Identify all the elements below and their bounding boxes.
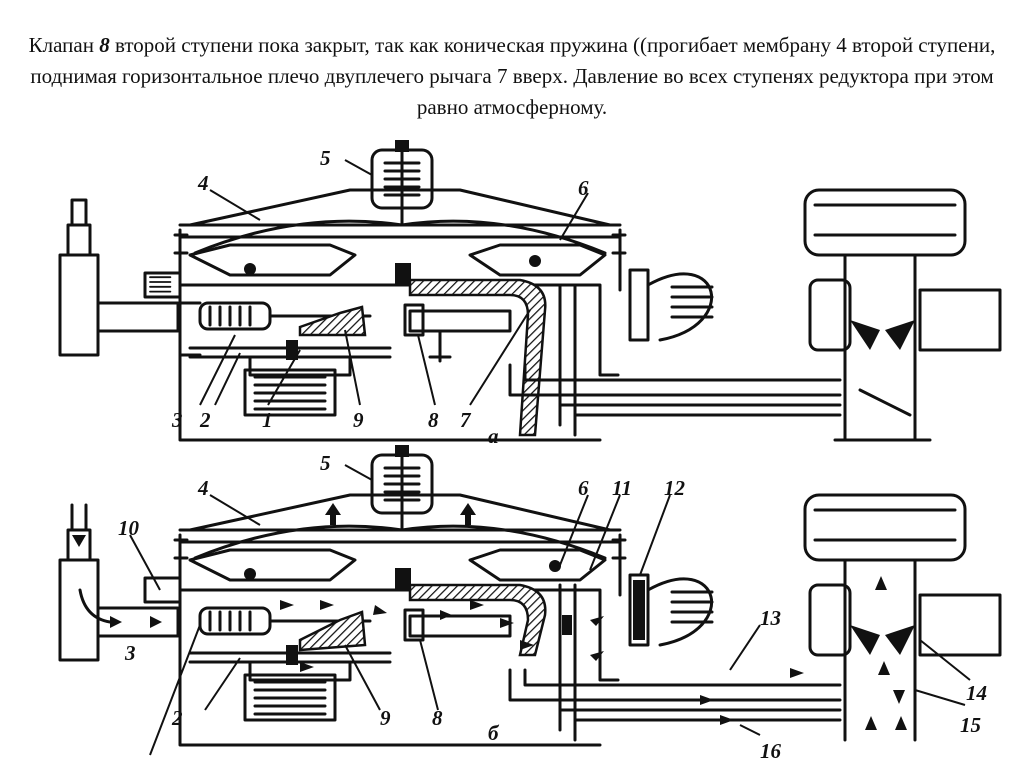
label-2-b: 2 xyxy=(171,706,183,730)
label-8-a: 8 xyxy=(428,408,439,432)
label-10-b: 10 xyxy=(118,516,140,540)
label-7-a: 7 xyxy=(460,408,472,432)
caption-part1: Клапан xyxy=(28,33,100,57)
label-12-b: 12 xyxy=(664,476,686,500)
caption-valve-number: 8 xyxy=(99,33,110,57)
caption: Клапан 8 второй ступени пока закрыт, так… xyxy=(20,30,1004,123)
label-4-a: 4 xyxy=(197,171,209,195)
label-14-b: 14 xyxy=(966,681,987,705)
label-5-b: 5 xyxy=(320,451,331,475)
label-3-b: 3 xyxy=(124,641,136,665)
label-9-a: 9 xyxy=(353,408,364,432)
label-8-b: 8 xyxy=(432,706,443,730)
label-16-b: 16 xyxy=(760,739,782,763)
label-9-b: 9 xyxy=(380,706,391,730)
caption-part2: второй ступени пока закрыт, так как кони… xyxy=(30,33,996,119)
label-4-b: 4 xyxy=(197,476,209,500)
diagram-b: 5 4 6 11 12 10 3 2 9 8 13 14 15 16 б xyxy=(58,445,1002,763)
label-6-b: 6 xyxy=(578,476,589,500)
label-15-b: 15 xyxy=(960,713,981,737)
panel-label-a: а xyxy=(488,424,499,448)
label-1-a: 1 xyxy=(262,408,273,432)
label-2-a: 2 xyxy=(199,408,211,432)
diagram-a: 5 4 6 3 2 1 9 8 7 а xyxy=(58,140,1002,448)
label-11-b: 11 xyxy=(612,476,632,500)
label-3-a: 3 xyxy=(171,408,183,432)
label-5-a: 5 xyxy=(320,146,331,170)
panel-label-b: б xyxy=(488,721,500,745)
label-6-a: 6 xyxy=(578,176,589,200)
label-13-b: 13 xyxy=(760,606,781,630)
reducer-diagram: 5 4 6 3 2 1 9 8 7 а xyxy=(58,140,1002,763)
